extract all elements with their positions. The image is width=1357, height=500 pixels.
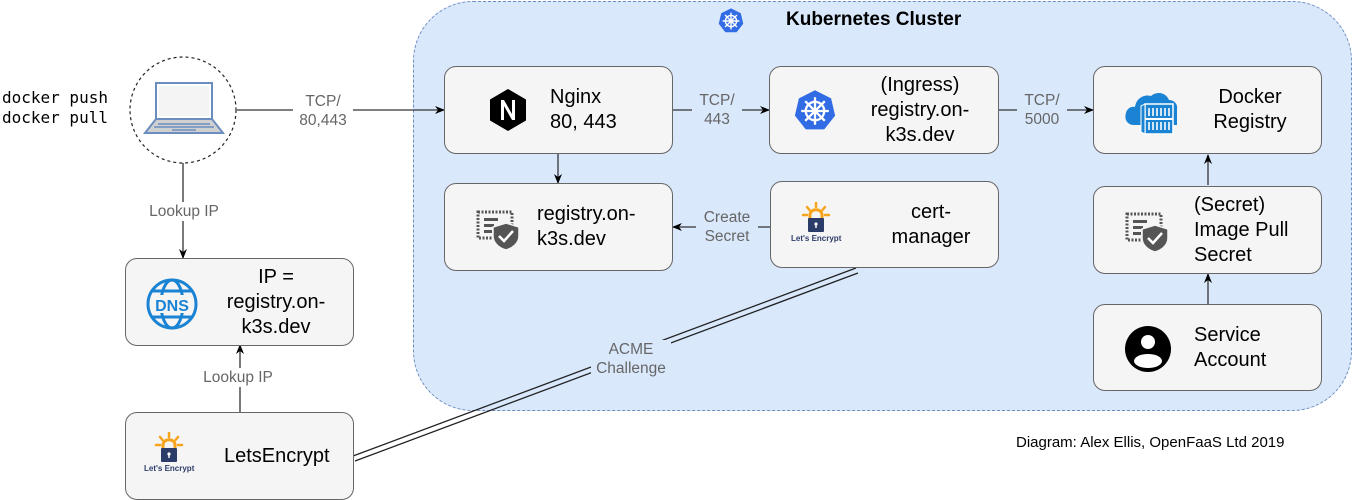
edge-label-tcp-80-443: TCP/ 80,443 [293,92,353,130]
node-dns[interactable]: DNS IP = registry.on- k3s.dev [125,258,354,346]
node-label: LetsEncrypt [224,445,330,467]
lets-encrypt-logo: Let's Encrypt [791,202,841,243]
certificate-shield-icon [475,209,521,251]
kubernetes-icon [792,88,838,134]
edge-label-lookup-ip-client: Lookup IP [142,202,226,221]
docker-commands: docker push docker pull [2,88,108,127]
edge-label-create-secret: Create Secret [696,208,758,246]
dns-icon-text: DNS [155,298,189,315]
node-service-account[interactable]: Service Account [1093,304,1322,391]
node-label: Service Account [1194,324,1267,371]
edge-label-text: TCP/ 443 [699,92,735,128]
lets-encrypt-logo-text: Let's Encrypt [144,464,195,473]
node-label: registry.on- k3s.dev [537,203,636,250]
node-ingress[interactable]: (Ingress) registry.on- k3s.dev [769,66,999,154]
diagram-credit: Diagram: Alex Ellis, OpenFaaS Ltd 2019 [1016,434,1285,451]
node-label: cert- manager [891,201,971,248]
node-letsencrypt[interactable]: Let's Encrypt LetsEncrypt [125,412,354,500]
node-label: Nginx 80, 443 [550,86,617,133]
lets-encrypt-logo: Let's Encrypt [144,432,194,473]
laptop-icon [142,80,226,141]
edge-label-text: Create Secret [703,209,751,245]
cluster-title: Kubernetes Cluster [786,9,962,30]
nginx-icon [489,88,527,132]
edge-label-text: Lookup IP [203,369,273,386]
edge-label-tcp-443: TCP/ 443 [692,91,742,129]
edge-label-text: ACME Challenge [596,341,666,377]
edge-label-lookup-ip-letsencrypt: Lookup IP [196,368,280,387]
lets-encrypt-logo-text: Let's Encrypt [791,234,842,243]
dns-globe-icon: DNS [145,277,199,331]
node-cert-manager[interactable]: Let's Encrypt cert- manager [770,181,999,268]
edge-label-text: TCP/ 5000 [1024,92,1060,128]
kubernetes-icon [717,7,745,40]
node-label: Docker Registry [1213,86,1287,133]
edge-label-tcp-5000: TCP/ 5000 [1017,91,1067,129]
node-label: (Ingress) registry.on- k3s.dev [870,74,970,146]
edge-label-acme-challenge: ACME Challenge [591,340,671,378]
node-image-pull-secret[interactable]: (Secret) Image Pull Secret [1093,186,1322,274]
node-tls-secret[interactable]: registry.on- k3s.dev [444,183,673,271]
node-nginx[interactable]: Nginx 80, 443 [444,66,673,154]
node-docker-registry[interactable]: Docker Registry [1093,66,1322,154]
edge-label-text: Lookup IP [149,203,219,220]
node-label: IP = registry.on- k3s.dev [226,266,326,338]
user-circle-icon [1124,325,1172,373]
node-label: (Secret) Image Pull Secret [1194,194,1289,266]
edge-label-text: TCP/ 80,443 [299,93,347,129]
certificate-shield-icon [1124,211,1170,253]
cloud-container-registry-icon [1124,87,1180,135]
